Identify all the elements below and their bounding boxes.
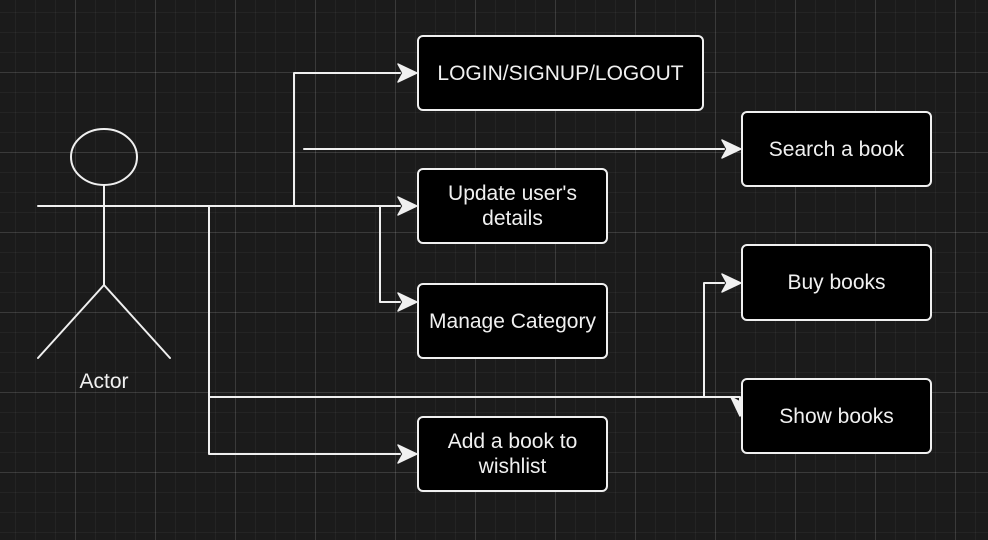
arrowhead-buy <box>721 273 742 293</box>
use-case-buy-books[interactable]: Buy books <box>741 244 932 321</box>
use-case-manage-category-label: Manage Category <box>429 309 596 333</box>
arrowhead-login <box>397 63 418 83</box>
connector-to-buy <box>703 282 725 398</box>
use-case-update-user[interactable]: Update user's details <box>417 168 608 244</box>
connector-to-show <box>208 396 741 403</box>
use-case-manage-category[interactable]: Manage Category <box>417 283 608 359</box>
actor-figure <box>37 128 171 359</box>
use-case-add-to-wishlist-label: Add a book to wishlist <box>447 430 578 478</box>
arrowhead-search <box>721 139 742 159</box>
actor-label: Actor <box>79 370 129 393</box>
use-case-search-book[interactable]: Search a book <box>741 111 932 187</box>
use-case-show-books[interactable]: Show books <box>741 378 932 454</box>
use-case-update-user-label: Update user's details <box>448 182 577 230</box>
actor-head <box>70 128 138 186</box>
use-case-buy-books-label: Buy books <box>787 271 886 294</box>
connector-to-manage <box>379 205 401 303</box>
arrowhead-update <box>397 196 418 216</box>
connector-to-login <box>293 72 401 207</box>
use-case-login[interactable]: LOGIN/SIGNUP/LOGOUT <box>417 35 704 111</box>
use-case-search-book-label: Search a book <box>768 137 905 161</box>
use-case-login-label: LOGIN/SIGNUP/LOGOUT <box>437 61 684 85</box>
arrowhead-wishlist <box>397 444 418 464</box>
actor-left-leg <box>37 284 105 359</box>
use-case-add-to-wishlist[interactable]: Add a book to wishlist <box>417 416 608 492</box>
actor-right-leg <box>103 284 171 359</box>
use-case-show-books-label: Show books <box>779 404 894 428</box>
connector-to-wishlist <box>208 205 401 455</box>
arrowhead-manage <box>397 292 418 312</box>
